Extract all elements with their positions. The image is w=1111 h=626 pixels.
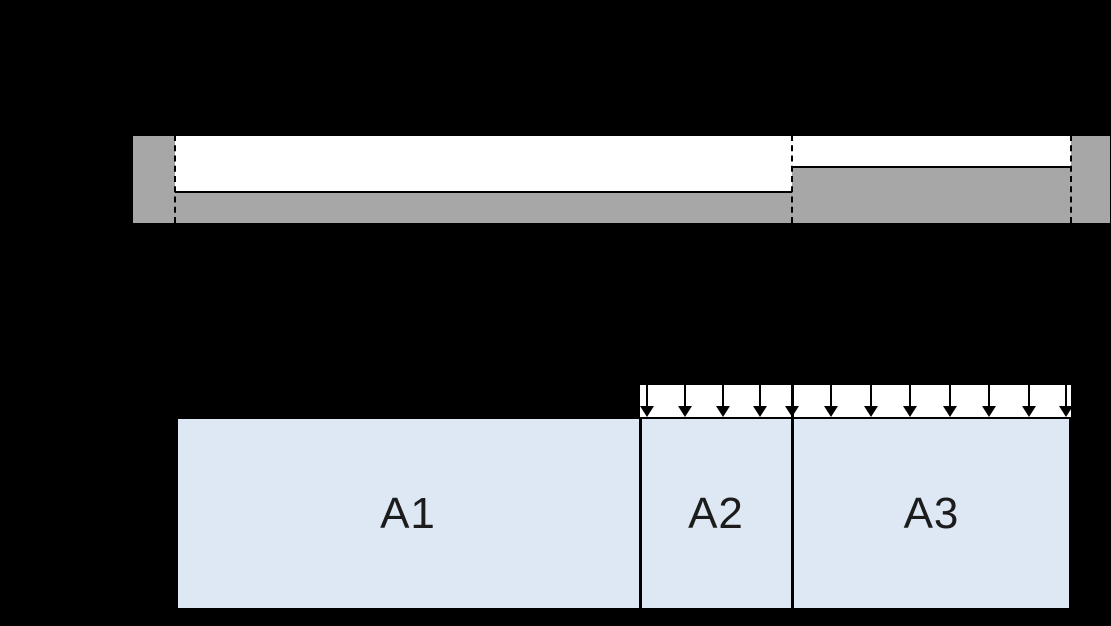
load-arrow: [753, 385, 767, 417]
load-arrow-head: [640, 406, 654, 417]
section-dashed-guide-middle: [791, 135, 793, 223]
section-slab-thick: [792, 166, 1071, 223]
load-arrow-head: [753, 406, 767, 417]
load-arrow-stem: [722, 385, 724, 407]
load-arrow: [824, 385, 838, 417]
area-divider-a2-a3: [790, 385, 794, 610]
load-arrow: [716, 385, 730, 417]
load-arrow-stem: [949, 385, 951, 407]
area-label-a1: A1: [380, 488, 436, 538]
section-slab-thin: [175, 191, 792, 223]
area-divider-a1-a2: [638, 417, 642, 610]
load-arrow-stem: [1065, 385, 1067, 407]
load-arrow: [982, 385, 996, 417]
load-arrow-head: [716, 406, 730, 417]
load-arrow-stem: [759, 385, 761, 407]
load-arrow-stem: [870, 385, 872, 407]
section-right-support: [1071, 136, 1110, 223]
load-arrow: [1059, 385, 1071, 417]
load-arrow-stem: [1028, 385, 1030, 407]
load-strip: [640, 385, 1071, 417]
section-dashed-guide-right: [1070, 135, 1072, 223]
load-arrow: [903, 385, 917, 417]
load-arrow-stem: [988, 385, 990, 407]
load-arrow: [678, 385, 692, 417]
load-arrow-head: [824, 406, 838, 417]
load-arrow-stem: [909, 385, 911, 407]
section-cavity-left: [175, 136, 792, 191]
load-arrow-head: [864, 406, 878, 417]
load-arrow-head: [1022, 406, 1036, 417]
load-arrow-head: [678, 406, 692, 417]
load-arrow-stem: [646, 385, 648, 407]
area-label-a3: A3: [903, 488, 960, 538]
load-arrow-head: [982, 406, 996, 417]
load-arrow-stem: [684, 385, 686, 407]
plan-area-box: [176, 417, 1071, 610]
load-arrow-stem: [830, 385, 832, 407]
section-left-support: [133, 136, 175, 223]
load-arrow: [1022, 385, 1036, 417]
load-arrow: [943, 385, 957, 417]
load-arrow: [864, 385, 878, 417]
section-cavity-right: [792, 136, 1071, 166]
section-dashed-guide-left: [174, 135, 176, 223]
area-label-a2: A2: [688, 488, 744, 538]
load-arrow-head: [1059, 406, 1071, 417]
load-arrow-head: [903, 406, 917, 417]
load-arrow-head: [943, 406, 957, 417]
load-arrow: [640, 385, 654, 417]
